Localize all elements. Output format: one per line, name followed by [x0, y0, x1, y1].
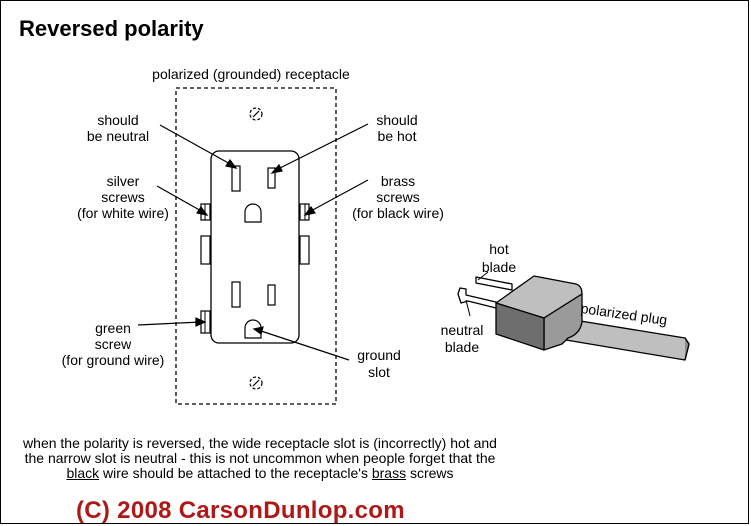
top-narrow-slot [267, 167, 276, 189]
should-neutral-label-2: be neutral [86, 128, 150, 144]
caption-part-1: when the polarity is reversed, the wide … [23, 435, 497, 466]
neutral-blade-label-1: neutral [440, 322, 484, 338]
should-neutral-label-1: should [97, 112, 139, 128]
hot-blade-label-2: blade [481, 259, 517, 275]
bottom-cover-screw [249, 376, 263, 390]
leader-silver [156, 185, 204, 213]
caption-underline-black: black [66, 465, 100, 481]
brass-screw-lower [299, 235, 310, 265]
diagram-title: Reversed polarity [19, 16, 204, 41]
leader-lines [137, 123, 369, 361]
cover-plate-outline [175, 87, 337, 405]
leader-hot-blade [477, 271, 489, 281]
brass-label-1: brass [380, 173, 416, 189]
bottom-narrow-slot [267, 284, 276, 306]
hot-blade [475, 276, 513, 291]
top-ground-slot [244, 203, 262, 223]
plug-side-face [543, 293, 583, 351]
brass-label-2: screws [376, 189, 420, 205]
top-wide-slot [231, 165, 241, 192]
should-hot-label-2: be hot [377, 128, 417, 144]
silver-label-1: silver [106, 173, 140, 189]
neutral-blade [457, 287, 501, 310]
leader-neutral-blade [465, 299, 471, 317]
caption-part-3: screws [406, 465, 454, 481]
brass-label-3: (for black wire) [352, 205, 444, 221]
green-label-3: (for ground wire) [61, 352, 165, 368]
hot-blade-label-1: hot [489, 241, 509, 257]
receptacle-label: polarized (grounded) receptacle [152, 66, 350, 82]
leader-brass [308, 179, 369, 213]
bottom-wide-slot [231, 281, 241, 308]
polarized-plug [457, 275, 690, 361]
silver-label-2: screws [101, 189, 145, 205]
green-label-2: screw [94, 336, 132, 352]
copyright-text: (C) 2008 CarsonDunlop.com [76, 497, 405, 524]
leader-should-hot [275, 123, 369, 171]
green-label-1: green [95, 320, 131, 336]
ground-slot-label-1: ground [357, 347, 401, 363]
caption-text: when the polarity is reversed, the wide … [20, 436, 500, 481]
neutral-blade-label-2: blade [444, 339, 480, 355]
leader-ground-slot [257, 329, 350, 361]
should-hot-label-1: should [376, 112, 418, 128]
leader-green [137, 321, 202, 326]
ground-slot-label-2: slot [368, 364, 390, 380]
silver-label-3: (for white wire) [77, 205, 169, 221]
top-cover-screw [249, 107, 263, 121]
caption-underline-brass: brass [371, 465, 407, 481]
plug-front-face [495, 302, 545, 351]
receptacle-body [210, 150, 300, 344]
leader-should-neutral [159, 124, 233, 166]
caption-part-2: wire should be attached to the receptacl… [99, 465, 372, 481]
silver-screw-lower [200, 235, 211, 265]
